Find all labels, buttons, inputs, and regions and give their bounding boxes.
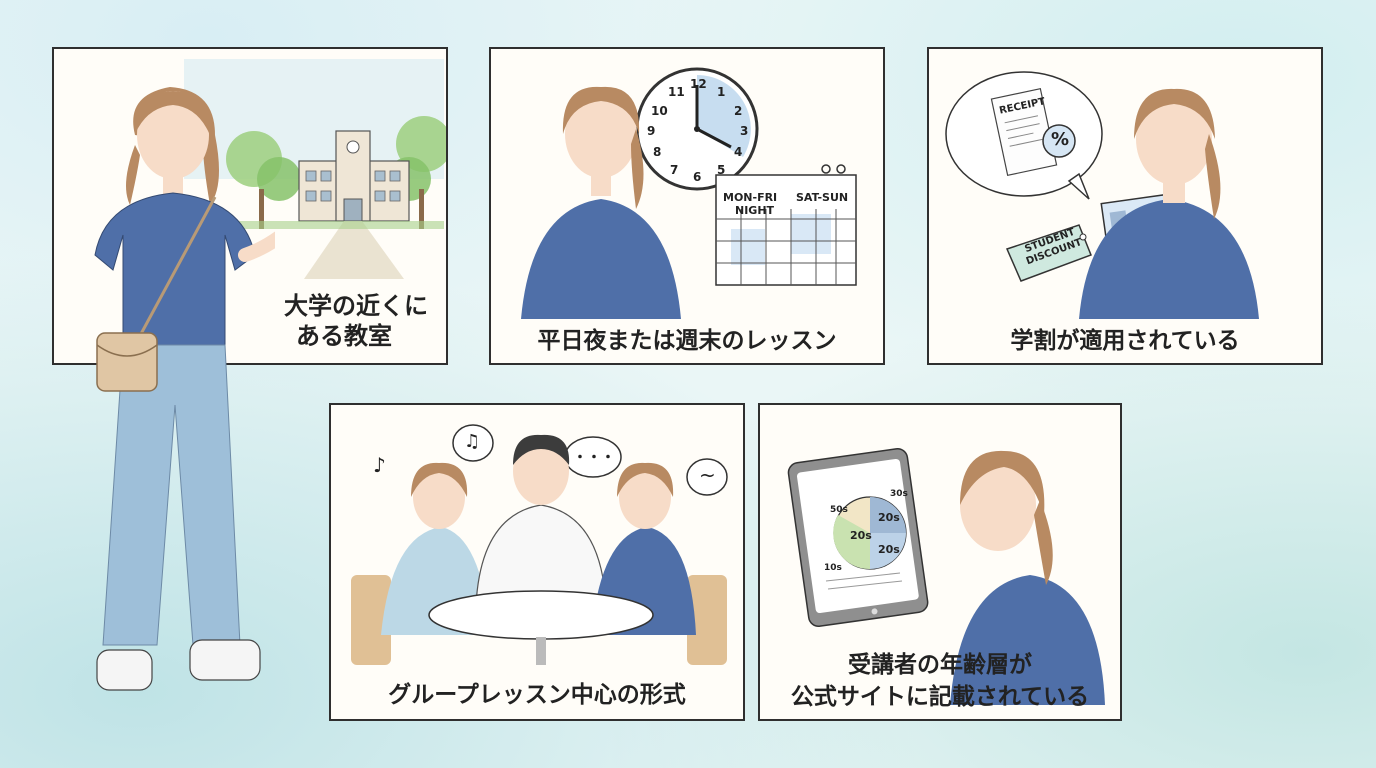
clock-number: 9 [647,124,656,138]
panel-age: 50s 30s 20s 20s 20s 10s 受講者の年齢層が 公式サイトに記… [758,403,1122,721]
shoe-icon [96,649,153,691]
campus-illustration [184,59,446,279]
caption-group: グループレッスン中心の形式 [388,682,686,708]
age-chart-illustration [787,447,1105,705]
clock-number: 1 [717,85,726,99]
caption-line: 受講者の年齢層が [848,652,1032,678]
discount-tag-icon [1005,224,1092,282]
caption-line: 公式サイトに記載されている [790,684,1090,710]
discount-illustration [945,71,1259,319]
clock-numbers: 12 1 2 3 4 5 6 7 8 9 10 11 [491,49,883,199]
percent-badge-icon [1042,124,1076,158]
calendar-label-line: NIGHT [735,204,775,217]
chart-label: 20s [878,543,900,556]
chart-label: 30s [890,489,908,499]
panel-discount: RECEIPT % STUDENT DISCOUNT 学割が適用されている [927,47,1323,365]
calendar-icon [715,164,857,286]
chart-label: 20s [878,511,900,524]
speech-bubble-icon [686,458,728,496]
woman-figure [1079,88,1259,319]
caption-line: ある教室 [296,322,392,350]
clock-number: 6 [693,170,702,184]
chart-label: 10s [824,563,842,573]
panel-campus: 大学の近くに ある教室 [52,47,448,365]
caption-schedule: 平日夜または週末のレッスン [537,328,837,354]
clock-number: 11 [668,85,685,99]
receipt-icon [990,87,1058,177]
panel-group: ♫ ・・・ ~ ♪ グループレッスン中心の形式 [329,403,745,721]
clock-icon [635,67,759,191]
pie-chart-icon [833,496,907,570]
schedule-illustration [521,67,857,319]
caption-campus: 大学の近くに ある教室 [284,291,444,351]
tree-icon [226,131,301,229]
clock-number: 7 [670,163,679,177]
music-note-icon: ♪ [373,453,386,477]
person-figure [475,434,607,606]
university-building-icon [298,130,410,222]
caption-age: 受講者の年齢層が 公式サイトに記載されている [760,649,1120,713]
calendar-weekday-label: MON-FRI NIGHT [723,191,777,217]
clock-number: 8 [653,145,662,159]
clock-number: 5 [717,163,726,177]
calendar-label-line: MON-FRI [723,191,778,204]
shoe-icon [189,639,261,681]
clock-number: 4 [734,145,743,159]
woman-figure [521,86,681,319]
shoulder-bag-icon [96,332,158,392]
chart-label: 20s [850,529,872,542]
clock-number: 10 [651,104,668,118]
panel-schedule: 12 1 2 3 4 5 6 7 8 9 10 11 MON-FRI NIGHT… [489,47,885,365]
percent-symbol: % [1051,129,1070,150]
caption-discount: 学割が適用されている [1010,328,1240,354]
caption-line: 大学の近くに [284,292,428,320]
bubble-wave: ~ [699,463,716,487]
clock-number: 2 [734,104,743,118]
group-lesson-illustration [351,424,728,665]
bubble-dots: ・・・ [573,450,615,466]
round-table-icon [428,590,654,665]
bubble-music-note: ♫ [464,431,481,452]
clock-number: 3 [740,124,749,138]
woman-figure [950,450,1105,705]
speech-bubble-icon [452,424,494,462]
calendar-weekend-label: SAT-SUN [796,191,849,204]
chart-label: 50s [830,505,848,515]
clock-number: 12 [690,77,707,91]
standing-woman-figure [94,87,275,691]
